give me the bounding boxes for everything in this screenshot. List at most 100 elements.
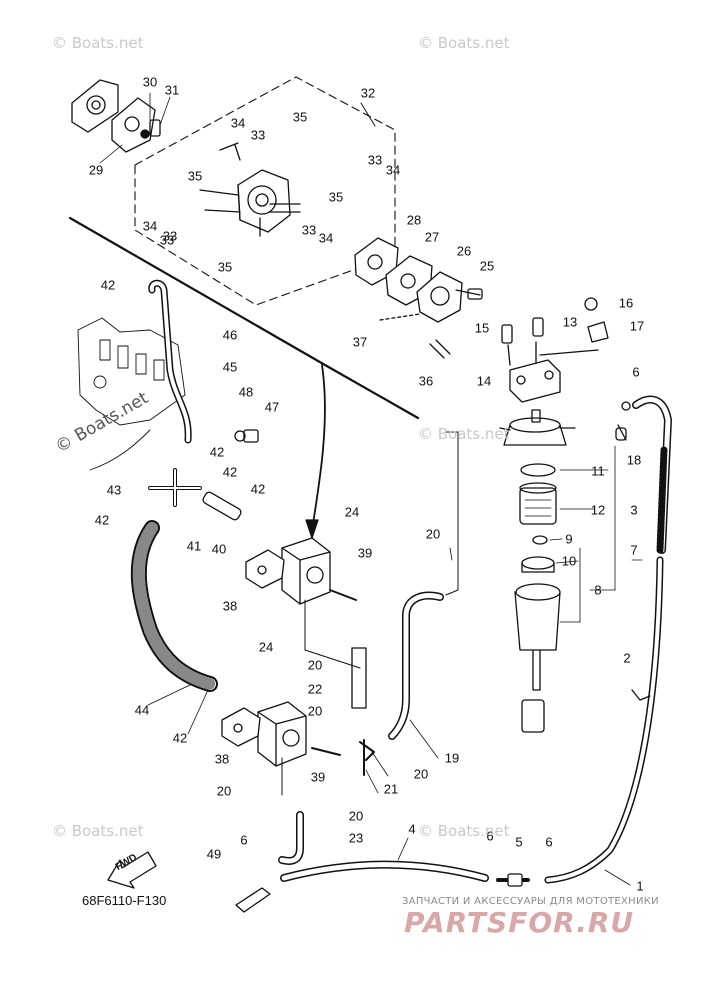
- callout-42: 42: [172, 730, 188, 746]
- filter-bracket-14: [501, 297, 609, 403]
- callout-10: 10: [561, 553, 577, 569]
- diagram-code: 68F6110-F130: [82, 893, 167, 908]
- callout-12: 12: [590, 502, 606, 518]
- callout-14: 14: [476, 373, 492, 389]
- callout-24: 24: [258, 639, 274, 655]
- callout-3: 3: [630, 502, 638, 518]
- callout-7: 7: [630, 542, 638, 558]
- callout-42: 42: [222, 464, 238, 480]
- callout-1: 1: [636, 878, 644, 894]
- fuel-pump-24-lower: [221, 701, 341, 767]
- callout-38: 38: [214, 751, 230, 767]
- callout-13: 13: [562, 314, 578, 330]
- callout-25: 25: [479, 258, 495, 274]
- callout-6: 6: [240, 832, 248, 848]
- callout-42: 42: [94, 512, 110, 528]
- callout-32: 32: [360, 85, 376, 101]
- callout-36: 36: [418, 373, 434, 389]
- hose-22: [351, 647, 367, 709]
- joint-40: [202, 491, 242, 521]
- callout-9: 9: [565, 531, 573, 547]
- fitting-49: [235, 887, 271, 913]
- callout-47: 47: [264, 399, 280, 415]
- callout-49: 49: [206, 846, 222, 862]
- gasket-plate-29: [71, 79, 161, 153]
- callout-34: 34: [142, 218, 158, 234]
- callout-4: 4: [408, 821, 416, 837]
- hose-44: [130, 520, 218, 692]
- callout-42: 42: [100, 277, 116, 293]
- callout-37: 37: [352, 334, 368, 350]
- washer-48: [234, 430, 246, 442]
- watermark-boats-2: © Boats.net: [418, 34, 510, 52]
- callout-31: 31: [164, 82, 180, 98]
- callout-33: 33: [250, 127, 266, 143]
- hose-1: [544, 556, 664, 884]
- callout-21: 21: [383, 781, 399, 797]
- callout-44: 44: [134, 702, 150, 718]
- callout-39: 39: [310, 769, 326, 785]
- callout-6: 6: [632, 364, 640, 380]
- hose-3: [615, 395, 672, 554]
- callout-42: 42: [250, 481, 266, 497]
- callout-20: 20: [413, 766, 429, 782]
- callout-33: 33: [367, 152, 383, 168]
- callout-19: 19: [444, 750, 460, 766]
- fuel-filter-assembly: [499, 409, 576, 733]
- callout-34: 34: [230, 115, 246, 131]
- callout-42: 42: [209, 444, 225, 460]
- watermark-boats-5: © Boats.net: [52, 822, 144, 840]
- callout-2: 2: [623, 650, 631, 666]
- callout-48: 48: [238, 384, 254, 400]
- joint-21: [359, 739, 375, 776]
- callout-20: 20: [216, 783, 232, 799]
- callout-33b: 33: [162, 228, 178, 244]
- fuel-pump-24-upper: [245, 537, 357, 605]
- callout-23: 23: [348, 830, 364, 846]
- screw-47: [243, 429, 259, 443]
- watermark-boats-1: © Boats.net: [52, 34, 144, 52]
- callout-34: 34: [318, 230, 334, 246]
- callout-39: 39: [357, 545, 373, 561]
- engine-block-sketch: [77, 317, 186, 471]
- callout-24: 24: [344, 504, 360, 520]
- callout-20: 20: [348, 808, 364, 824]
- callout-35: 35: [217, 259, 233, 275]
- callout-45: 45: [222, 359, 238, 375]
- callout-20: 20: [307, 703, 323, 719]
- callout-34: 34: [385, 162, 401, 178]
- callout-27: 27: [424, 229, 440, 245]
- hose-19: [388, 591, 444, 740]
- callout-41: 41: [186, 538, 202, 554]
- callout-17: 17: [629, 318, 645, 334]
- callout-40: 40: [211, 541, 227, 557]
- watermark-boats-6: © Boats.net: [418, 822, 510, 840]
- fuel-pump-kit-body: [199, 142, 301, 237]
- section-divider-line: [68, 216, 420, 420]
- brand-tagline: ЗАПЧАСТИ И АКСЕССУАРЫ ДЛЯ МОТОТЕХНИКИ: [402, 896, 659, 907]
- brand-logo: PARTSFOR.RU: [404, 906, 635, 939]
- callout-35: 35: [328, 189, 344, 205]
- watermark-boats-4: © Boats.net: [418, 425, 510, 443]
- callout-20: 20: [307, 657, 323, 673]
- callout-16: 16: [618, 295, 634, 311]
- callout-30: 30: [142, 74, 158, 90]
- callout-6: 6: [486, 828, 494, 844]
- callout-38: 38: [222, 598, 238, 614]
- callout-6: 6: [545, 834, 553, 850]
- callout-20: 20: [425, 526, 441, 542]
- callout-5: 5: [515, 834, 523, 850]
- callout-26: 26: [456, 243, 472, 259]
- callout-11: 11: [591, 463, 605, 479]
- callout-35: 35: [187, 168, 203, 184]
- callout-28: 28: [406, 212, 422, 228]
- callout-18: 18: [626, 452, 642, 468]
- callout-33: 33: [301, 222, 317, 238]
- callout-43: 43: [106, 482, 122, 498]
- callout-15: 15: [474, 320, 490, 336]
- pump-gaskets-28-27-26: [354, 237, 483, 359]
- callout-22: 22: [307, 681, 323, 697]
- callout-8: 8: [594, 582, 602, 598]
- callout-35: 35: [292, 109, 308, 125]
